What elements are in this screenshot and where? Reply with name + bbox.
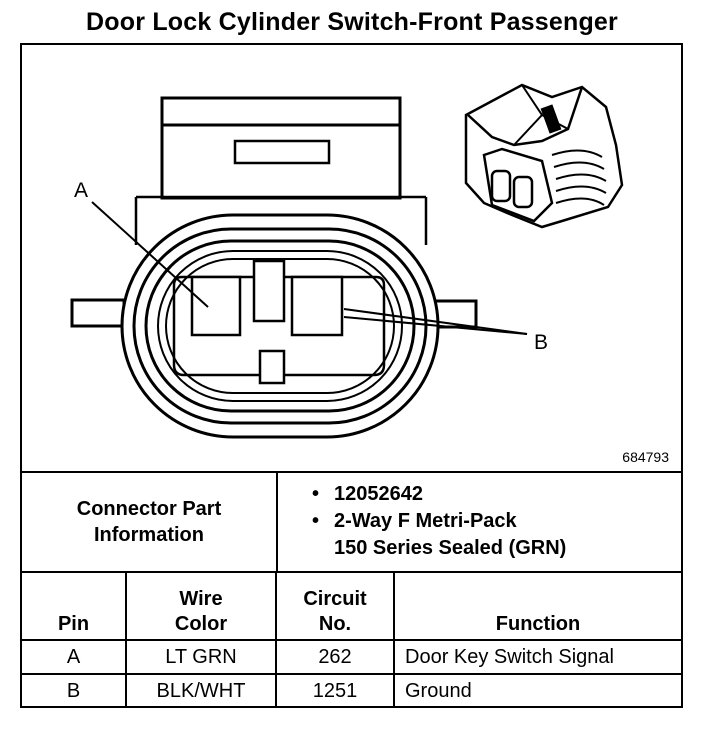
- figure-number: 684793: [622, 449, 669, 465]
- bullet-icon: •: [312, 510, 320, 532]
- header-pin: Pin: [22, 573, 127, 641]
- connector-info-list: • 12052642 • 2-Way F Metri-Pack 150 Seri…: [312, 481, 566, 562]
- header-function: Function: [393, 573, 681, 641]
- cell-pin: B: [22, 673, 127, 707]
- part-number: 12052642: [334, 483, 423, 505]
- cell-function: Door Key Switch Signal: [393, 639, 681, 675]
- diagram-frame: A B 684793 Connector Part Information •: [20, 43, 683, 708]
- connector-drawing: A B: [70, 83, 624, 439]
- connector-face: [70, 96, 478, 439]
- table-row: B BLK/WHT 1251 Ground: [22, 673, 681, 707]
- cell-function: Ground: [393, 673, 681, 707]
- connector-info-item: • 2-Way F Metri-Pack 150 Series Sealed (…: [312, 508, 566, 562]
- cell-wire-color: LT GRN: [125, 639, 277, 675]
- diagram-title: Door Lock Cylinder Switch-Front Passenge…: [86, 8, 618, 36]
- callout-a: A: [74, 179, 88, 202]
- cell-wire-color: BLK/WHT: [125, 673, 277, 707]
- cell-circuit: 262: [275, 639, 395, 675]
- connector-perspective-illustration: [464, 83, 624, 229]
- callout-b: B: [534, 331, 548, 354]
- connector-info-label-line1: Connector Part: [76, 498, 222, 520]
- connector-info-label: Connector Part Information: [22, 473, 278, 571]
- bullet-icon: •: [312, 483, 320, 505]
- connector-type-line1: 2-Way F Metri-Pack: [334, 510, 517, 532]
- leader-lines: [91, 201, 528, 335]
- table-row: A LT GRN 262 Door Key Switch Signal: [22, 639, 681, 675]
- connector-type-line2: 150 Series Sealed (GRN): [334, 537, 567, 559]
- cell-pin: A: [22, 639, 127, 675]
- connector-info-item: • 12052642: [312, 481, 566, 508]
- connector-info-label-line2: Information: [94, 524, 204, 546]
- connector-info-section: Connector Part Information • 12052642 • …: [22, 471, 681, 573]
- cell-circuit: 1251: [275, 673, 395, 707]
